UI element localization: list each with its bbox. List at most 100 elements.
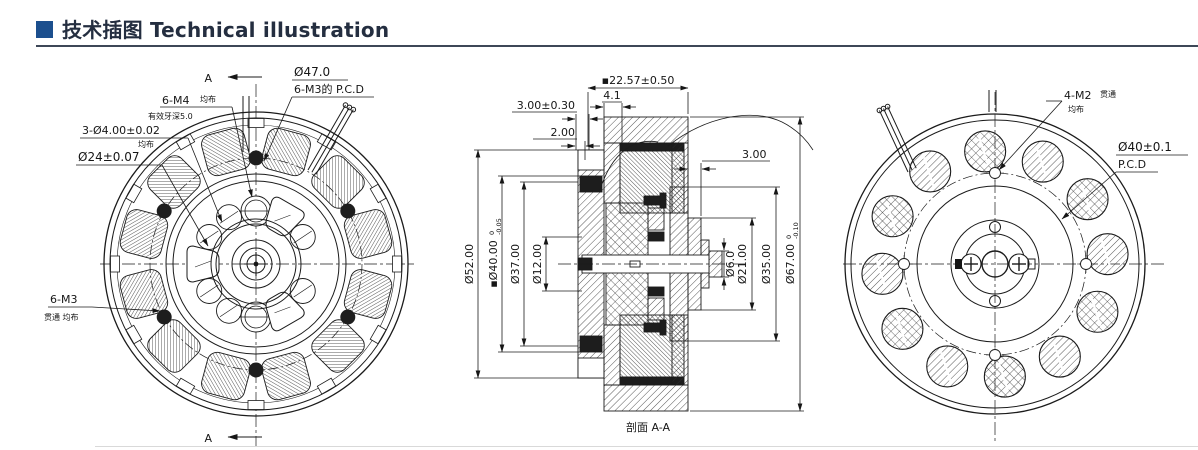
m2-holes (895, 164, 1095, 364)
back-cables (876, 90, 997, 173)
section-caption: 剖面 A-A (626, 420, 671, 434)
front-cables (242, 96, 357, 175)
shaft (581, 254, 710, 274)
flange-cap-top (577, 149, 605, 171)
magnet-top (647, 231, 665, 242)
dim-text-d37: Ø37.00 (509, 244, 522, 284)
stator-winding (261, 351, 311, 401)
winding-window (1086, 233, 1129, 276)
dim-300-right (674, 160, 770, 216)
shell-bottom (603, 384, 689, 412)
stator-tooth (369, 183, 387, 204)
dim-text-d21: Ø21.00 (736, 244, 749, 284)
hub-circle-1 (210, 218, 302, 310)
winding-window (1076, 290, 1119, 333)
winding-window (1066, 178, 1109, 221)
label-6m3-pcd: 6-M3的 P.C.D (294, 82, 364, 96)
header-rule (36, 45, 1198, 47)
winding-divider (978, 137, 990, 166)
dim-text-d12: Ø12.00 (531, 244, 544, 284)
stator-tooth (247, 118, 265, 128)
section-marker-a-top: A (204, 72, 212, 85)
label-pcd40-note: P.C.D (1118, 158, 1146, 171)
back-tab-left (955, 259, 962, 269)
m3-hole (248, 150, 264, 166)
back-bore (981, 250, 1009, 278)
center-dot (253, 261, 259, 267)
label-dia24: Ø24±0.07 (78, 150, 140, 164)
dim-d37 (520, 181, 578, 347)
stator-tooth (110, 255, 120, 273)
section-markers (227, 74, 262, 440)
winding-window (1021, 140, 1064, 183)
front-rotor-rim (165, 173, 347, 355)
label-4m2-through: 贯通 (1100, 89, 1116, 99)
winding-divider (1052, 342, 1064, 371)
bolt-bottom (643, 322, 661, 333)
dim-d67 (690, 116, 804, 412)
stator-winding (119, 269, 169, 319)
dim-d12 (542, 236, 582, 292)
winding-window (861, 252, 904, 295)
front-labels (48, 79, 374, 313)
stator-tooth (369, 324, 387, 345)
winding-divider (1090, 297, 1102, 327)
stator-winding (261, 127, 311, 177)
front-view: A A Ø47.0 6-M3的 P.C.D 6-M4 (44, 65, 414, 446)
dim-d35 (688, 186, 780, 342)
label-6m3-note: 贯通 均布 (44, 312, 79, 322)
stator-tooth (247, 400, 265, 410)
bolt-head-top (659, 192, 667, 209)
stator-tooth (175, 377, 196, 395)
dim-text-300: 3.00±0.30 (517, 99, 575, 112)
dim-41 (590, 101, 636, 149)
label-6m3: 6-M3 (50, 293, 77, 306)
dim-text-d6: Ø6.0 (724, 251, 737, 277)
page-header: 技术插图 Technical illustration (0, 0, 1198, 47)
label-pcd40: Ø40±0.1 (1118, 140, 1172, 154)
dim-d52 (474, 149, 578, 379)
flange-cap-bottom (577, 357, 605, 379)
stator-tooth (316, 133, 337, 151)
m2-hole (898, 258, 910, 270)
winding-window (909, 150, 952, 193)
back-winding-holes (861, 130, 1129, 398)
face-hole-slash (293, 284, 312, 298)
dim-text-d40-hi: 0 (488, 231, 496, 235)
dim-text-d40: ▪Ø40.00 (487, 240, 500, 288)
back-outer-circle (844, 113, 1146, 415)
winding-window (983, 355, 1026, 398)
label-3holes: 3-Ø4.00±0.02 (82, 124, 160, 137)
dim-text-d52: Ø52.00 (463, 244, 476, 284)
dim-text-300-right: 3.00 (742, 148, 767, 161)
front-outer-circle (103, 111, 409, 417)
seal-bottom (579, 335, 603, 353)
back-tab-right (1027, 258, 1036, 270)
winding-divider (940, 352, 952, 381)
stator-winding (311, 155, 365, 209)
label-4m2-note: 均布 (1068, 104, 1084, 114)
back-face-circle (916, 185, 1074, 343)
dim-text-d40-lo: -0.05 (495, 218, 503, 235)
face-hole-slash (293, 230, 312, 244)
hub-circle-3 (231, 239, 281, 289)
dim-text-d67: Ø67.00 (784, 244, 797, 284)
dim-text-d67-hi: 0 (785, 235, 793, 239)
hub-circle-2 (215, 223, 297, 305)
stator-winding (119, 209, 169, 259)
label-dia47: Ø47.0 (294, 65, 330, 79)
label-6m4: 6-M4 (162, 94, 189, 107)
face-hole-slash (219, 210, 239, 224)
m3-hole (156, 203, 172, 219)
stator-winding (343, 209, 393, 259)
dim-200 (533, 138, 600, 160)
m2-hole (989, 167, 1001, 179)
stator-teeth (110, 118, 402, 410)
dim-text-d35: Ø35.00 (760, 244, 773, 284)
bottom-rule (95, 446, 1198, 447)
m3-hole (248, 362, 264, 378)
back-view: 4-M2 贯通 均布 Ø40±0.1 P.C.D (843, 89, 1188, 442)
hub-circle-4 (239, 247, 273, 281)
bolt-head-bottom (659, 319, 667, 336)
